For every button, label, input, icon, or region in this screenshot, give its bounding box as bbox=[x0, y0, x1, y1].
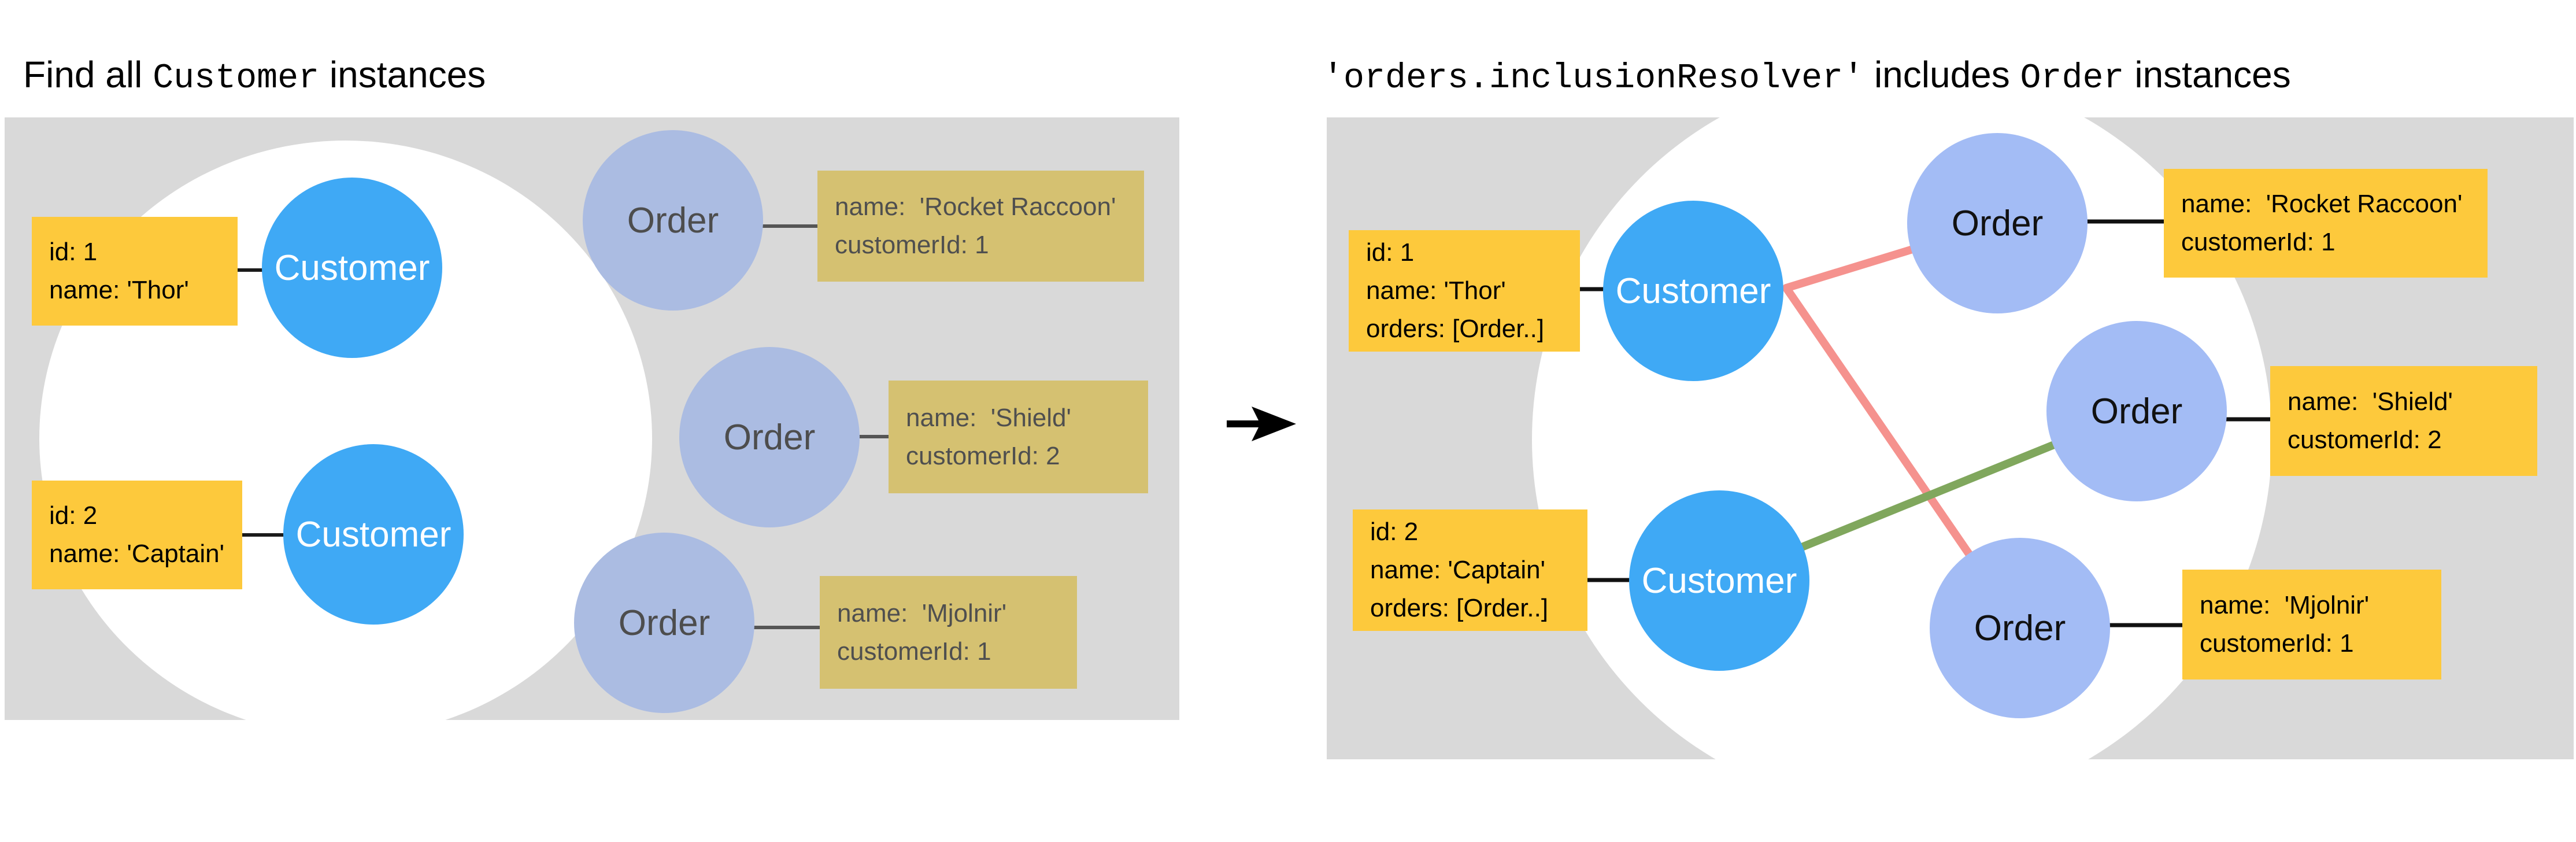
tag-line: orders: [Order..] bbox=[1366, 315, 1545, 343]
transform-arrow-icon bbox=[1227, 407, 1296, 441]
order-node-rocket: Order bbox=[583, 130, 763, 311]
order-node-mjolnir-label: Order bbox=[618, 603, 710, 643]
left-connector-lines bbox=[238, 224, 889, 629]
right-title-post: instances bbox=[2124, 54, 2291, 95]
tag-line: customerId: 1 bbox=[837, 637, 991, 666]
order-rocket-tag: name: 'Rocket Raccoon' customerId: 1 bbox=[817, 171, 1144, 282]
tag-line: name: 'Mjolnir' bbox=[837, 599, 1007, 627]
customer-node-1: Customer bbox=[262, 178, 442, 358]
tag-line: id: 2 bbox=[1370, 518, 1419, 546]
tag-line: customerId: 1 bbox=[2181, 228, 2336, 256]
tag-line: id: 1 bbox=[49, 238, 98, 266]
customer-2-tag: id: 2 name: 'Captain' bbox=[32, 481, 242, 589]
tag-line: name: 'Captain' bbox=[1370, 556, 1545, 584]
order-node-mjolnir: Order bbox=[1930, 538, 2110, 718]
tag-line: customerId: 2 bbox=[906, 441, 1060, 470]
tag-line: name: 'Shield' bbox=[906, 403, 1071, 432]
right-title-mid: includes bbox=[1864, 54, 2020, 95]
order-node-mjolnir: Order bbox=[574, 533, 754, 713]
customer-1-tag: id: 1 name: 'Thor' bbox=[32, 217, 238, 326]
customer-node-2: Customer bbox=[1629, 490, 1809, 671]
customer-node-2-label: Customer bbox=[1641, 560, 1797, 601]
order-node-rocket-label: Order bbox=[1951, 203, 2044, 243]
order-node-rocket-label: Order bbox=[627, 200, 719, 241]
tag-line: name: 'Shield' bbox=[2288, 387, 2453, 416]
tag-line: id: 1 bbox=[1366, 238, 1415, 267]
order-node-shield: Order bbox=[2046, 321, 2227, 501]
order-node-shield-label: Order bbox=[2090, 391, 2183, 431]
left-title-pre: Find all bbox=[23, 54, 153, 95]
order-mjolnir-tag: name: 'Mjolnir' customerId: 1 bbox=[820, 576, 1077, 689]
customer-node-1-label: Customer bbox=[1615, 271, 1771, 311]
order-shield-tag: name: 'Shield' customerId: 2 bbox=[2270, 366, 2537, 476]
tag-line: name: 'Rocket Raccoon' bbox=[2181, 190, 2463, 218]
left-title-code: Customer bbox=[153, 59, 320, 98]
right-title: 'orders.inclusionResolver' includes Orde… bbox=[1323, 53, 2291, 98]
tag-line: customerId: 2 bbox=[2288, 426, 2442, 454]
tag-line: name: 'Thor' bbox=[49, 276, 189, 304]
right-panel: Customer Customer Order Order Order id: … bbox=[1327, 117, 2574, 759]
order-node-rocket: Order bbox=[1907, 133, 2088, 313]
order-rocket-tag: name: 'Rocket Raccoon' customerId: 1 bbox=[2164, 169, 2488, 278]
customer-node-2-label: Customer bbox=[295, 514, 451, 555]
order-node-shield: Order bbox=[679, 347, 860, 527]
customer-node-1-label: Customer bbox=[274, 248, 430, 288]
tag-line: name: 'Rocket Raccoon' bbox=[835, 193, 1116, 221]
customer-node-2: Customer bbox=[283, 444, 464, 625]
order-node-mjolnir-label: Order bbox=[1974, 608, 2066, 648]
tag-line: name: 'Captain' bbox=[49, 540, 224, 568]
order-mjolnir-tag: name: 'Mjolnir' customerId: 1 bbox=[2182, 570, 2441, 679]
left-title: Find all Customer instances bbox=[23, 53, 486, 98]
order-node-shield-label: Order bbox=[723, 417, 816, 457]
customer-1-tag: id: 1 name: 'Thor' orders: [Order..] bbox=[1349, 230, 1580, 352]
right-title-code2: Order bbox=[2020, 59, 2125, 98]
tag-line: customerId: 1 bbox=[835, 231, 989, 259]
tag-line: name: 'Thor' bbox=[1366, 276, 1506, 305]
right-title-code1: 'orders.inclusionResolver' bbox=[1323, 59, 1864, 98]
customer-2-tag: id: 2 name: 'Captain' orders: [Order..] bbox=[1353, 509, 1587, 631]
left-panel: Customer Customer Order Order Order id: … bbox=[5, 117, 1179, 720]
tag-line: customerId: 1 bbox=[2200, 629, 2354, 658]
customer-node-1: Customer bbox=[1603, 201, 1783, 381]
tag-line: id: 2 bbox=[49, 501, 98, 530]
tag-line: name: 'Mjolnir' bbox=[2200, 591, 2370, 619]
order-shield-tag: name: 'Shield' customerId: 2 bbox=[889, 381, 1148, 493]
tag-line: orders: [Order..] bbox=[1370, 594, 1549, 622]
left-title-post: instances bbox=[319, 54, 486, 95]
